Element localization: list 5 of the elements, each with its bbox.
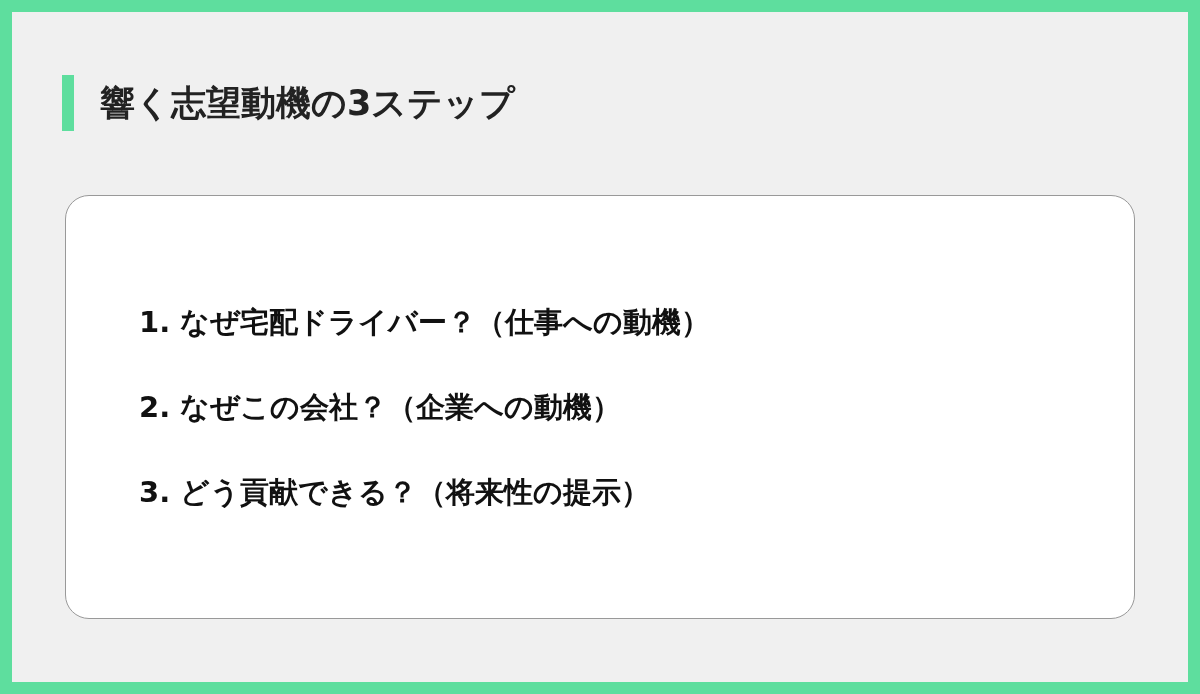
list-item: 2. なぜこの会社？（企業への動機） [139, 389, 622, 426]
list-item: 3. どう貢献できる？（将来性の提示） [139, 474, 651, 511]
content-card [65, 195, 1135, 619]
page-title: 響く志望動機の3ステップ [100, 82, 516, 125]
list-item: 1. なぜ宅配ドライバー？（仕事への動機） [139, 304, 711, 341]
